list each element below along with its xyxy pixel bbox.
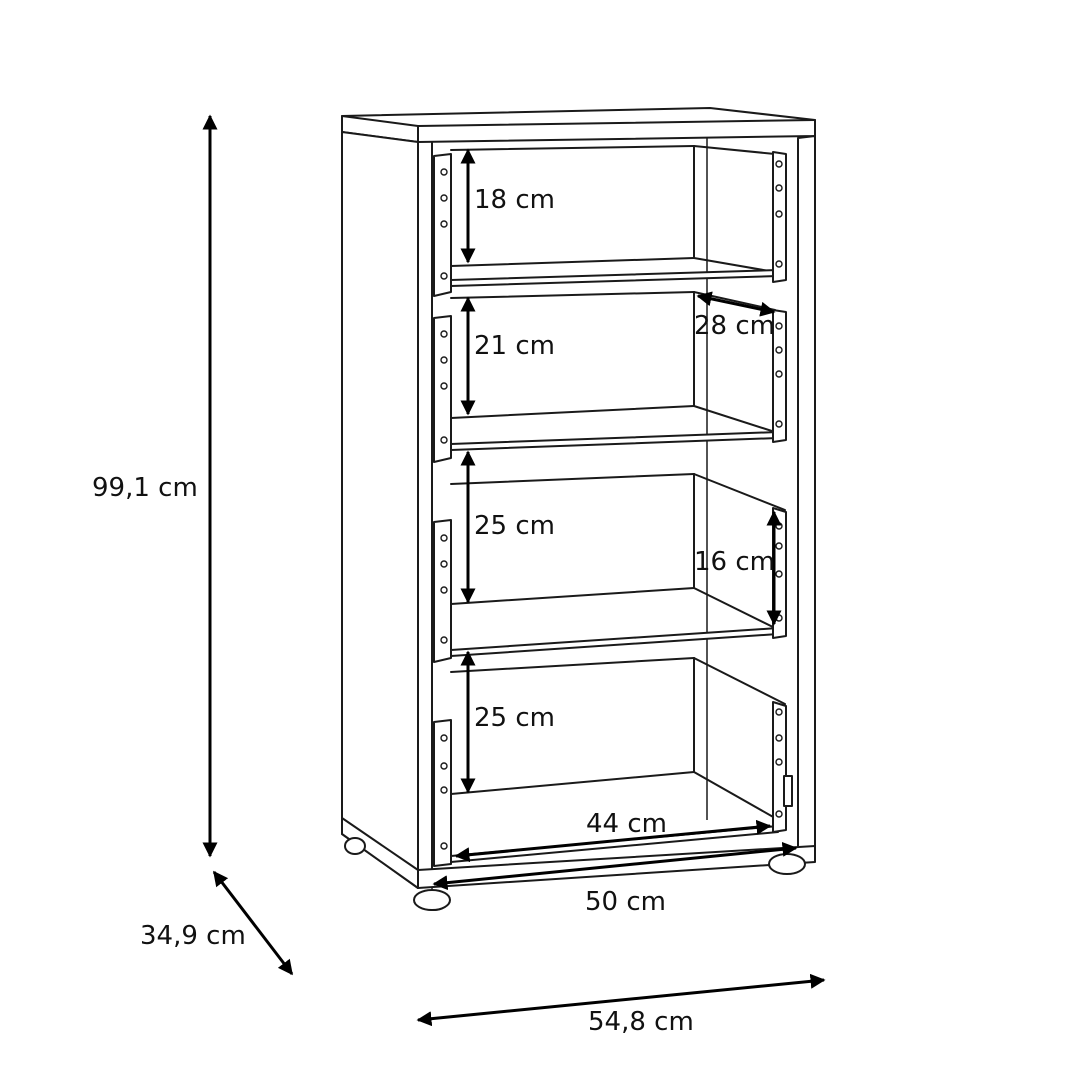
drawer-side-height-label: 16 cm xyxy=(694,547,775,577)
foot-back xyxy=(344,837,366,855)
drawer-3-height-label: 25 cm xyxy=(474,511,555,541)
left-side-panel xyxy=(341,131,419,889)
foot-right xyxy=(768,853,806,875)
drawer-width-label: 44 cm xyxy=(586,809,667,839)
total-height-label: 99,1 cm xyxy=(92,473,198,503)
right-side-panel xyxy=(797,135,816,851)
cabinet-body xyxy=(341,107,816,911)
drawer-2-height-label: 21 cm xyxy=(474,331,555,361)
depth-label: 34,9 cm xyxy=(140,921,246,951)
drawer-1-height-label: 18 cm xyxy=(474,185,555,215)
total-width-arrow xyxy=(416,973,826,1027)
drawer-depth-label: 28 cm xyxy=(694,311,775,341)
foot-front xyxy=(413,889,451,911)
inner-width-label: 50 cm xyxy=(585,887,666,917)
drawer-width-arrow xyxy=(454,819,772,863)
dimension-labels: 99,1 cm 34,9 cm 54,8 cm 50 cm 44 cm 28 c… xyxy=(92,185,775,1037)
total-width-label: 54,8 cm xyxy=(588,1007,694,1037)
drawer-4-height-label: 25 cm xyxy=(474,703,555,733)
dimension-arrows xyxy=(202,114,826,1027)
drawer-1[interactable] xyxy=(433,145,787,297)
depth-arrow xyxy=(212,870,294,976)
drawer-depth-arrow xyxy=(696,291,776,317)
